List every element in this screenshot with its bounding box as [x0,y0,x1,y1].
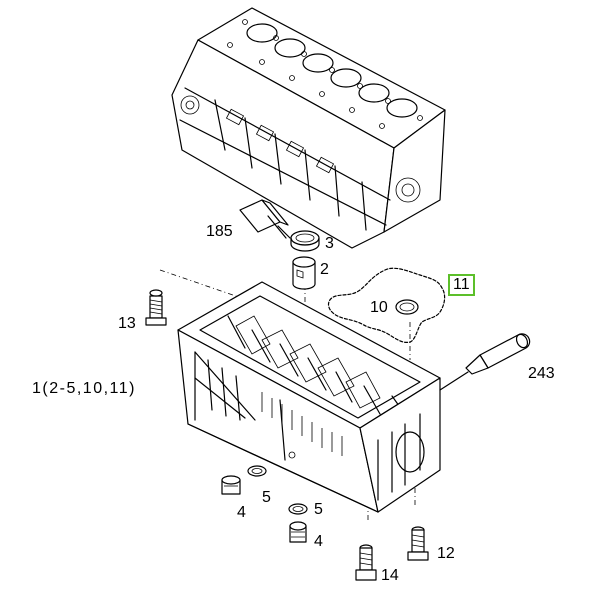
part-3-ring [290,230,320,252]
part-4-plug-bottom [289,521,307,543]
part-12-bolt [407,526,429,561]
part-2-sleeve [292,256,316,290]
part-185-sealant [239,199,291,239]
part-11-gasket [327,267,446,343]
callout-14[interactable]: 14 [381,567,399,584]
callout-4-bottom[interactable]: 4 [314,533,323,550]
engine-block [171,7,446,249]
callout-1[interactable]: 1(2-5,10,11) [32,380,136,397]
callout-10[interactable]: 10 [370,299,388,316]
callout-243[interactable]: 243 [528,365,555,382]
callout-5-left[interactable]: 5 [262,489,271,506]
callout-185[interactable]: 185 [206,223,233,240]
callout-2[interactable]: 2 [320,261,329,278]
callout-4-left[interactable]: 4 [237,504,246,521]
part-13-bolt [145,289,167,326]
callout-11[interactable]: 11 [448,274,475,296]
callout-5-bottom[interactable]: 5 [314,501,323,518]
callout-13[interactable]: 13 [118,315,136,332]
callout-3[interactable]: 3 [325,235,334,252]
part-14-bolt [355,544,377,581]
callout-12[interactable]: 12 [437,545,455,562]
part-5-washer-left [247,465,267,477]
part-5-washer-bottom [288,503,308,515]
part-243-tube [439,333,531,391]
part-4-plug-left [221,475,241,495]
oil-pan-housing [177,281,441,513]
part-10-oring [395,299,419,315]
